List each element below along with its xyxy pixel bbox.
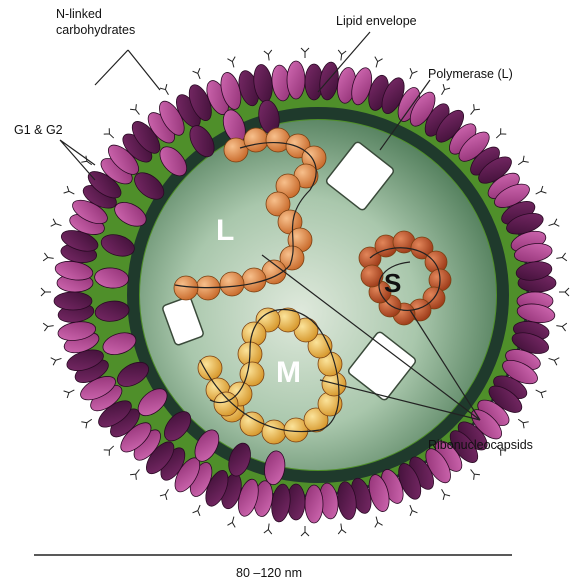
nucleocapsid-bead [242,268,266,292]
lipid-envelope-label: Lipid envelope [336,14,417,28]
segment-l-letter: L [216,214,234,247]
segment-s-letter: S [384,268,401,298]
nucleocapsid-bead [244,128,268,152]
nucleocapsid-bead [262,420,286,444]
g1-g2-label: G1 & G2 [14,123,63,137]
nucleocapsid-bead [240,412,264,436]
nucleocapsid-bead [220,272,244,296]
n-linked-label-line1: N-linked [56,7,102,21]
nucleocapsid-bead [361,265,383,287]
scale-label: 80 –120 nm [236,566,302,580]
n-linked-label-line2: carbohydrates [56,23,135,37]
polymerase-label: Polymerase (L) [428,67,513,81]
ribonucleocapsids-label: Ribonucleocapsids [428,438,533,452]
nucleocapsid-bead [174,276,198,300]
nucleocapsid-bead [214,392,238,416]
segment-m-letter: M [276,356,301,389]
